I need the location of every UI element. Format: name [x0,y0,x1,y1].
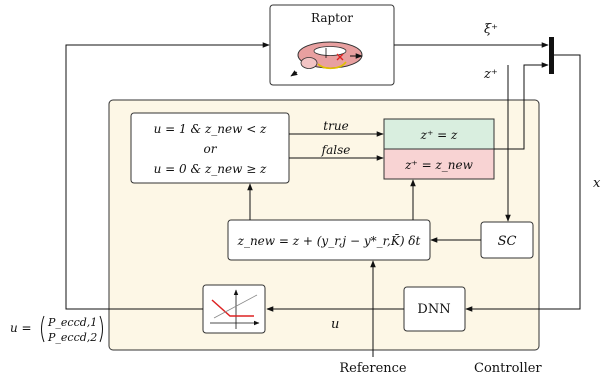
false-branch-label: false [321,143,351,157]
control-vector-p2: P_eccd,2 [47,331,97,344]
z-plus-signal-line [494,62,549,150]
sc-label: SC [498,234,517,249]
saturation-block [202,284,266,334]
xi-plus-label: ξ⁺ [484,22,498,37]
u-feedback-line [65,42,270,310]
dnn-label: DNN [417,302,450,317]
raptor-label: Raptor [311,11,353,25]
z-plus-label: z⁺ [483,67,498,82]
raptor-block: Raptor [269,4,395,86]
dnn-block: DNN [403,286,466,332]
update-replace-box [383,148,495,180]
mux-block [549,37,554,74]
controller-label: Controller [474,361,542,376]
x-label: x [593,176,601,191]
formula-box: z_new = z + (y_r,j − y*_r,K̄) δt [227,219,431,261]
control-vector-lhs: u = [10,321,32,335]
true-branch-label: true [323,119,348,133]
condition-or: or [204,142,218,156]
condition-line-2: u = 0 & z_new ≥ z [154,162,267,176]
control-vector-p1: P_eccd,1 [47,316,97,329]
sc-block: SC [480,221,534,259]
update-replace-text: z⁺ = z_new [404,158,473,172]
control-vector: u = P_eccd,1 P_eccd,2 [10,315,103,344]
reference-label: Reference [339,361,407,376]
condition-box: u = 1 & z_new < z or u = 0 & z_new ≥ z [130,112,290,184]
u-label: u [331,317,339,332]
formula-text: z_new = z + (y_r,j − y*_r,K̄) δt [237,233,421,248]
update-keep-text: z⁺ = z [420,128,458,142]
condition-line-1: u = 1 & z_new < z [154,122,267,136]
x-signal-line [465,54,581,312]
saturation-plot-icon [210,289,260,329]
tokamak-torus-icon [290,41,363,77]
